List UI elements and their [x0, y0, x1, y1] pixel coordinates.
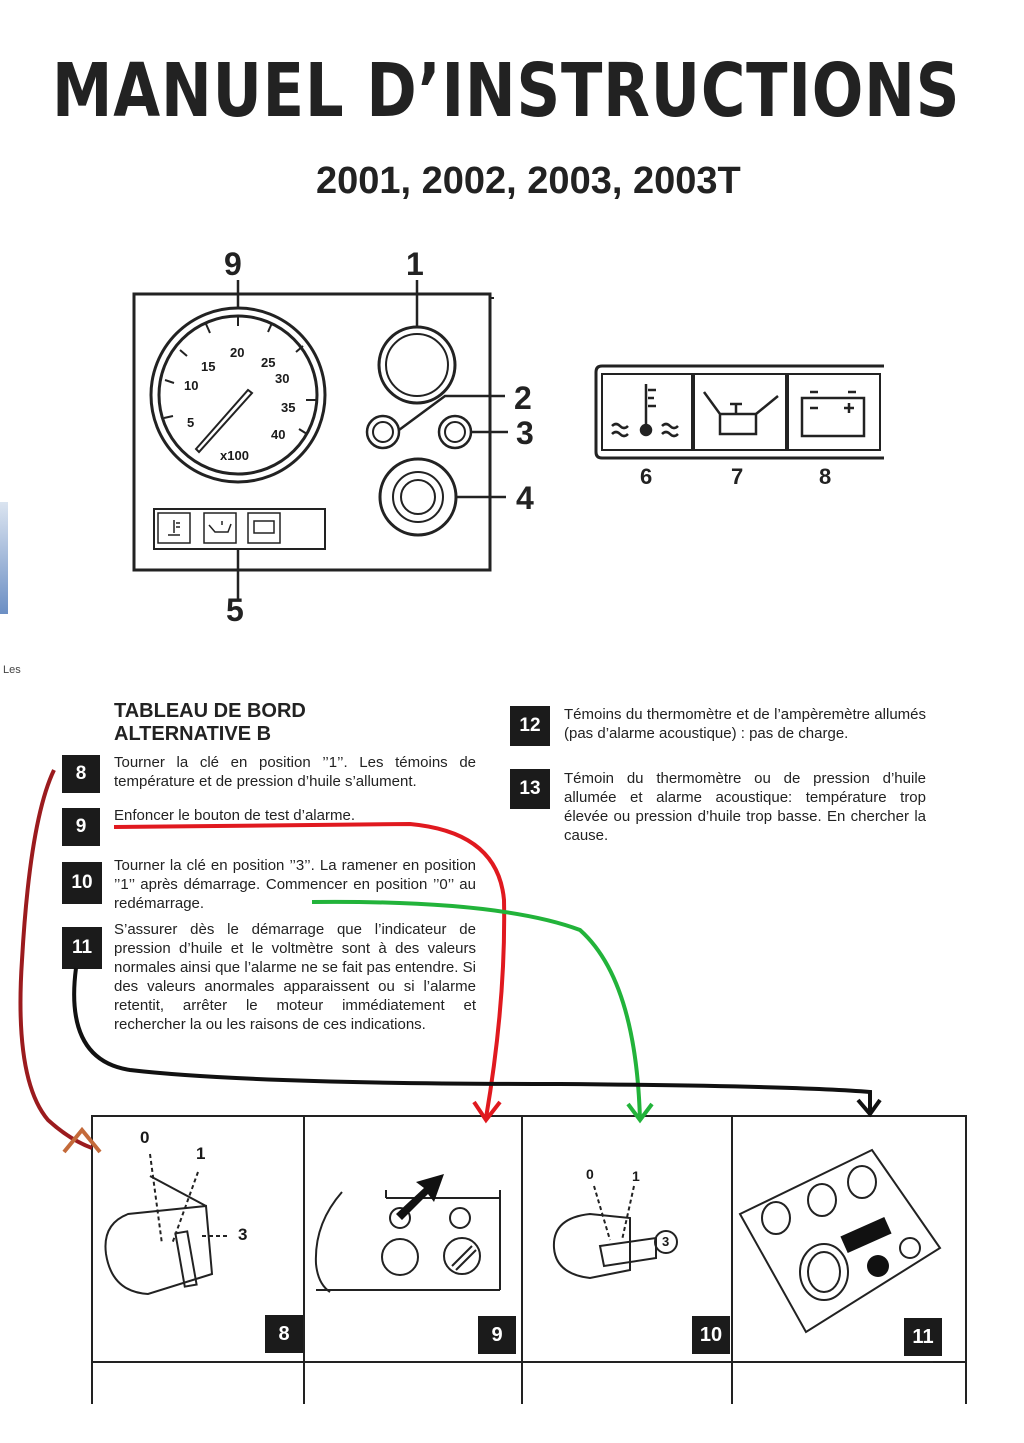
panel-badge-9: 9 — [478, 1316, 516, 1354]
panel-badge-10: 10 — [692, 1316, 730, 1354]
gauge-tick-30: 30 — [275, 371, 290, 386]
oil-can-icon — [702, 391, 779, 436]
step-text-11: S’assurer dès le démarrage que l’indicat… — [114, 921, 476, 1033]
press-arrow-icon — [396, 1174, 444, 1220]
step-badge-11: 11 — [62, 927, 102, 969]
arrow-step8 — [18, 769, 93, 1150]
arrow-step11 — [72, 967, 872, 1112]
panel10-key-0: 0 — [586, 1166, 594, 1182]
step-text-10: Tourner la clé en position ’’3’’. La ram… — [114, 857, 476, 912]
gauge-tick-25: 25 — [261, 355, 276, 370]
temperature-icon — [611, 384, 679, 438]
background-window-text: Les — [3, 664, 21, 676]
step-badge-8: 8 — [62, 755, 100, 793]
background-window-fragment — [0, 502, 8, 614]
arrow-step9-head — [472, 1100, 502, 1124]
panel-badge-8: 8 — [265, 1315, 303, 1353]
panel8-key-3: 3 — [238, 1225, 248, 1244]
callout-5: 5 — [226, 592, 244, 628]
model-list: 2001, 2002, 2003, 2003T — [316, 160, 741, 202]
section-title: TABLEAU DE BORD ALTERNATIVE B — [114, 700, 306, 746]
callout-4: 4 — [516, 480, 534, 516]
step-badge-12: 12 — [510, 706, 550, 746]
alarm-test-illustration — [314, 1190, 501, 1293]
step-badge-13: 13 — [510, 769, 550, 809]
gauge-tick-5: 5 — [187, 415, 195, 430]
panel10-key-1: 1 — [632, 1168, 640, 1184]
arrow-step11-head — [856, 1098, 882, 1118]
panel-badge-11: 11 — [904, 1318, 942, 1356]
battery-icon — [800, 390, 866, 438]
callout-9: 9 — [224, 246, 242, 282]
arrow-step9 — [113, 821, 507, 1119]
dashboard-perspective-illustration — [738, 1148, 942, 1334]
gauge-unit: x100 — [220, 448, 249, 463]
illustration-panels — [91, 1115, 967, 1404]
step-text-13: Témoin du thermomètre ou de pression d’h… — [564, 770, 926, 844]
arrow-step10-head — [626, 1102, 654, 1124]
gauge-tick-20: 20 — [230, 345, 245, 360]
callout-1: 1 — [406, 246, 424, 282]
section-title-line2: ALTERNATIVE B — [114, 723, 272, 745]
indicator-label-6: 6 — [640, 464, 653, 489]
step-badge-10: 10 — [62, 862, 102, 904]
dashboard-diagram — [132, 280, 508, 600]
callout-3: 3 — [516, 415, 534, 451]
arrow-step8-head — [62, 1126, 102, 1154]
panel8-key-1: 1 — [196, 1144, 206, 1163]
panel8-key-0: 0 — [140, 1128, 150, 1147]
arrow-step10 — [311, 899, 642, 1121]
page-title: MANUEL D’INSTRUCTIONS — [52, 48, 961, 134]
key-start-illustration — [552, 1185, 678, 1280]
section-title-line1: TABLEAU DE BORD — [114, 700, 306, 722]
key-switch-illustration — [104, 1153, 230, 1296]
step-text-8: Tourner la clé en position ’’1’’. Les té… — [114, 754, 476, 790]
panel10-key-3: 3 — [662, 1234, 670, 1249]
step-badge-9: 9 — [62, 808, 100, 846]
gauge-tick-35: 35 — [281, 400, 296, 415]
indicator-label-7: 7 — [731, 464, 744, 489]
gauge-tick-10: 10 — [184, 378, 199, 393]
gauge-tick-15: 15 — [201, 359, 216, 374]
step-text-9: Enfoncer le bouton de test d’alarme. — [114, 807, 355, 824]
callout-2: 2 — [514, 380, 532, 416]
step-text-12: Témoins du thermomètre et de l’ampèremèt… — [564, 706, 926, 742]
indicator-label-8: 8 — [819, 464, 832, 489]
indicator-strip — [594, 364, 884, 460]
gauge-tick-40: 40 — [271, 427, 286, 442]
